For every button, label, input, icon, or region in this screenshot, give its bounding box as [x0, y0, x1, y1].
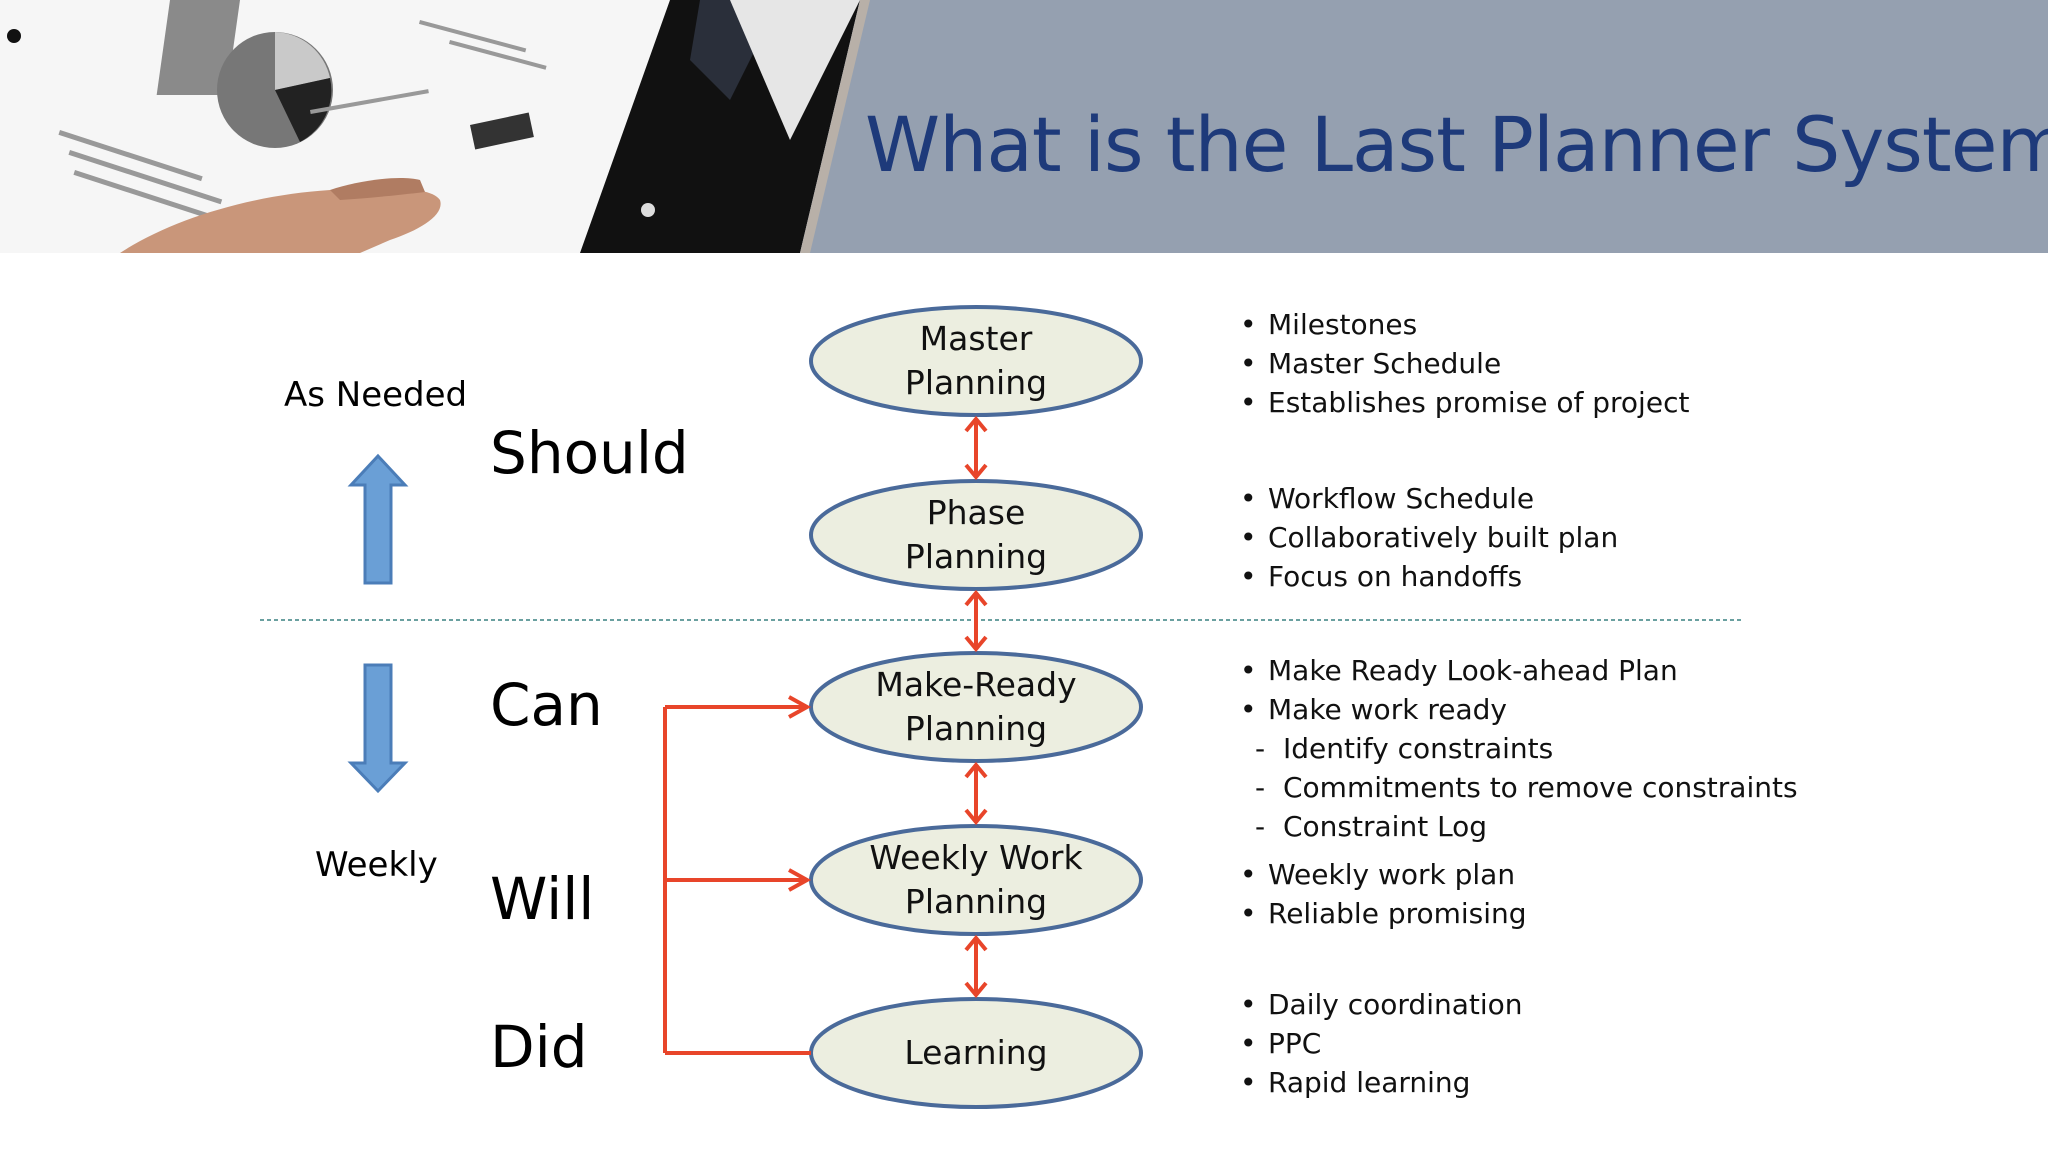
- oval-label-weekly-work: Weekly Work Planning: [826, 836, 1126, 924]
- oval-master-planning: [809, 305, 1143, 417]
- oval-line-2: Planning: [904, 882, 1048, 921]
- bullet-subitem: -Identify constraints: [1255, 732, 1554, 765]
- header-banner: What is the Last Planner System?: [0, 0, 2048, 253]
- level-should: Should: [490, 419, 689, 487]
- double-arrow-2: [964, 589, 988, 653]
- oval-phase-planning: [809, 479, 1143, 591]
- header-photo: [0, 0, 2048, 253]
- bullet-item: •Establishes promise of project: [1240, 386, 1690, 419]
- planning-diagram: Master Planning Phase Planning Make-Read…: [0, 253, 2048, 1152]
- oval-line-2: Planning: [904, 709, 1048, 748]
- diagram-graphics: [260, 305, 1742, 1109]
- oval-label-make-ready: Make-Ready Planning: [826, 663, 1126, 751]
- bullet-item: •Daily coordination: [1240, 988, 1523, 1021]
- bullet-item: •Weekly work plan: [1240, 858, 1516, 891]
- bullet-group-make-ready: •Make Ready Look-ahead Plan •Make work r…: [1240, 651, 1798, 846]
- bullet-group-learning: •Daily coordination •PPC •Rapid learning: [1240, 985, 1523, 1102]
- oval-label-phase: Phase Planning: [826, 491, 1126, 579]
- bullet-group-master: •Milestones •Master Schedule •Establishe…: [1240, 305, 1689, 422]
- label-as-needed: As Needed: [284, 375, 468, 415]
- double-arrow-4: [964, 934, 988, 999]
- oval-line-1: Make-Ready: [875, 665, 1077, 704]
- level-can: Can: [490, 671, 603, 739]
- oval-label-learning: Learning: [826, 1031, 1126, 1075]
- page-title: What is the Last Planner System?: [865, 100, 2048, 189]
- bullet-item: •Collaboratively built plan: [1240, 521, 1619, 554]
- label-weekly: Weekly: [315, 845, 438, 885]
- bullet-item: •Reliable promising: [1240, 897, 1527, 930]
- bullet-group-phase: •Workflow Schedule •Collaboratively buil…: [1240, 479, 1618, 596]
- bullet-subitem: -Commitments to remove constraints: [1255, 771, 1798, 804]
- oval-line-1: Weekly Work: [869, 838, 1083, 877]
- double-arrow-3: [964, 761, 988, 826]
- oval-line-2: Planning: [904, 363, 1048, 402]
- bullet-item: •Focus on handoffs: [1240, 560, 1523, 593]
- bullet-item: •Make Ready Look-ahead Plan: [1240, 654, 1678, 687]
- blue-up-arrow: [347, 453, 409, 585]
- oval-line-1: Learning: [904, 1033, 1048, 1072]
- oval-label-master: Master Planning: [826, 317, 1126, 405]
- bullet-subitem: -Constraint Log: [1255, 810, 1488, 843]
- oval-line-1: Master: [919, 319, 1033, 358]
- level-did: Did: [490, 1013, 588, 1081]
- level-will: Will: [490, 865, 595, 933]
- bullet-item: •Make work ready: [1240, 693, 1507, 726]
- blue-down-arrow: [347, 663, 409, 794]
- feedback-loop: [663, 695, 812, 1055]
- bullet-item: •Workflow Schedule: [1240, 482, 1535, 515]
- bullet-item: •Rapid learning: [1240, 1066, 1471, 1099]
- bullet-item: •Milestones: [1240, 308, 1418, 341]
- oval-line-2: Planning: [904, 537, 1048, 576]
- double-arrow-1: [964, 415, 988, 481]
- bullet-item: •Master Schedule: [1240, 347, 1502, 380]
- bullet-item: •PPC: [1240, 1027, 1322, 1060]
- bullet-group-weekly: •Weekly work plan •Reliable promising: [1240, 855, 1527, 933]
- oval-line-1: Phase: [926, 493, 1026, 532]
